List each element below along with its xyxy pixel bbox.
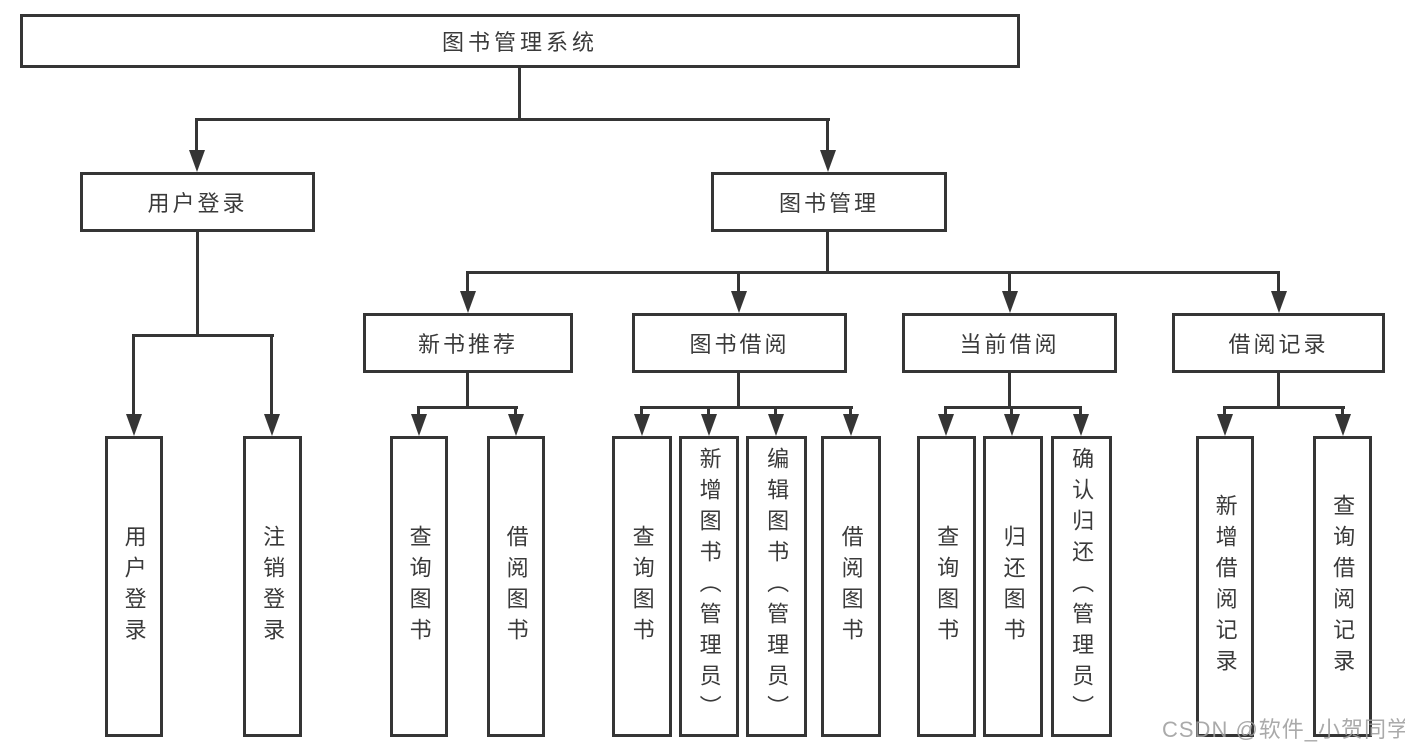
leaf-label: 编辑图书（管理员） — [764, 447, 790, 726]
leaf-user-login: 用户登录 — [105, 436, 163, 737]
leaf-label: 查询图书 — [934, 524, 960, 649]
edge-line — [944, 406, 1082, 409]
edge-line — [196, 118, 830, 121]
leaf-add-books-admin: 新增图书（管理员） — [679, 436, 739, 737]
edge-line — [1341, 406, 1344, 418]
arrowhead — [731, 291, 747, 313]
node-label: 新书推荐 — [417, 332, 518, 357]
leaf-confirm-return-admin: 确认归还（管理员） — [1051, 436, 1112, 737]
node-book-management: 图书管理 — [711, 172, 947, 232]
edge-line — [466, 271, 469, 294]
node-label: 图书管理系统 — [441, 30, 598, 55]
arrowhead — [1335, 414, 1351, 436]
csdn-watermark: CSDN @软件_小贺同学 — [1162, 717, 1405, 742]
leaf-return-books: 归还图书 — [983, 436, 1043, 737]
edge-line — [1008, 373, 1011, 408]
edge-line — [1223, 406, 1345, 409]
leaf-label: 注销登录 — [260, 524, 286, 649]
edge-line — [944, 406, 947, 418]
leaf-label: 查询借阅记录 — [1330, 493, 1356, 680]
leaf-label: 确认归还（管理员） — [1069, 447, 1095, 726]
leaf-borrow-books-2: 借阅图书 — [821, 436, 881, 737]
leaf-label: 新增图书（管理员） — [696, 447, 722, 726]
edge-line — [195, 118, 198, 153]
leaf-query-books-2: 查询图书 — [612, 436, 672, 737]
node-book-borrowing: 图书借阅 — [632, 313, 847, 373]
node-label: 当前借阅 — [959, 332, 1060, 357]
edge-line — [826, 118, 829, 153]
leaf-label: 用户登录 — [121, 524, 147, 649]
arrowhead — [701, 414, 717, 436]
arrowhead — [460, 291, 476, 313]
arrowhead — [1073, 414, 1089, 436]
node-label: 借阅记录 — [1228, 332, 1329, 357]
edge-line — [1277, 373, 1280, 408]
edge-line — [466, 271, 1280, 274]
edge-line — [1010, 406, 1013, 418]
arrowhead — [411, 414, 427, 436]
leaf-borrow-books-1: 借阅图书 — [487, 436, 545, 737]
edge-line — [737, 373, 740, 408]
node-label: 图书借阅 — [689, 332, 790, 357]
arrowhead — [189, 150, 205, 172]
edge-line — [640, 406, 643, 418]
node-label: 用户登录 — [147, 191, 248, 216]
leaf-label: 借阅图书 — [838, 524, 864, 649]
edge-line — [849, 406, 852, 418]
edge-line — [417, 406, 420, 418]
edge-line — [774, 406, 777, 418]
edge-line — [196, 232, 199, 336]
arrowhead — [126, 414, 142, 436]
leaf-logout: 注销登录 — [243, 436, 302, 737]
edge-line — [132, 334, 274, 337]
arrowhead — [938, 414, 954, 436]
edge-line — [1008, 271, 1011, 294]
leaf-label: 查询图书 — [406, 524, 432, 649]
arrowhead — [1002, 291, 1018, 313]
arrowhead — [1217, 414, 1233, 436]
edge-line — [518, 68, 521, 120]
edge-line — [826, 232, 829, 273]
edge-line — [514, 406, 517, 418]
node-new-book-recommend: 新书推荐 — [363, 313, 573, 373]
edge-line — [417, 406, 518, 409]
edge-line — [737, 271, 740, 294]
node-current-borrowing: 当前借阅 — [902, 313, 1117, 373]
arrowhead — [820, 150, 836, 172]
arrowhead — [768, 414, 784, 436]
arrowhead — [843, 414, 859, 436]
edge-line — [132, 334, 135, 417]
leaf-label: 借阅图书 — [503, 524, 529, 649]
edge-line — [1277, 271, 1280, 294]
leaf-label: 查询图书 — [629, 524, 655, 649]
edge-line — [1079, 406, 1082, 418]
edge-line — [270, 334, 273, 417]
arrowhead — [1004, 414, 1020, 436]
arrowhead — [264, 414, 280, 436]
leaf-query-books-3: 查询图书 — [917, 436, 976, 737]
leaf-add-borrow-record: 新增借阅记录 — [1196, 436, 1254, 737]
leaf-query-borrow-record: 查询借阅记录 — [1313, 436, 1372, 737]
node-user-login: 用户登录 — [80, 172, 315, 232]
edge-line — [1223, 406, 1226, 418]
leaf-label: 新增借阅记录 — [1212, 493, 1238, 680]
arrowhead — [508, 414, 524, 436]
edge-line — [707, 406, 710, 418]
edge-line — [640, 406, 853, 409]
edge-line — [466, 373, 469, 408]
node-borrowing-records: 借阅记录 — [1172, 313, 1385, 373]
node-root: 图书管理系统 — [20, 14, 1020, 68]
arrowhead — [634, 414, 650, 436]
leaf-label: 归还图书 — [1000, 524, 1026, 649]
leaf-query-books-1: 查询图书 — [390, 436, 448, 737]
arrowhead — [1271, 291, 1287, 313]
node-label: 图书管理 — [778, 191, 879, 216]
leaf-edit-books-admin: 编辑图书（管理员） — [746, 436, 807, 737]
